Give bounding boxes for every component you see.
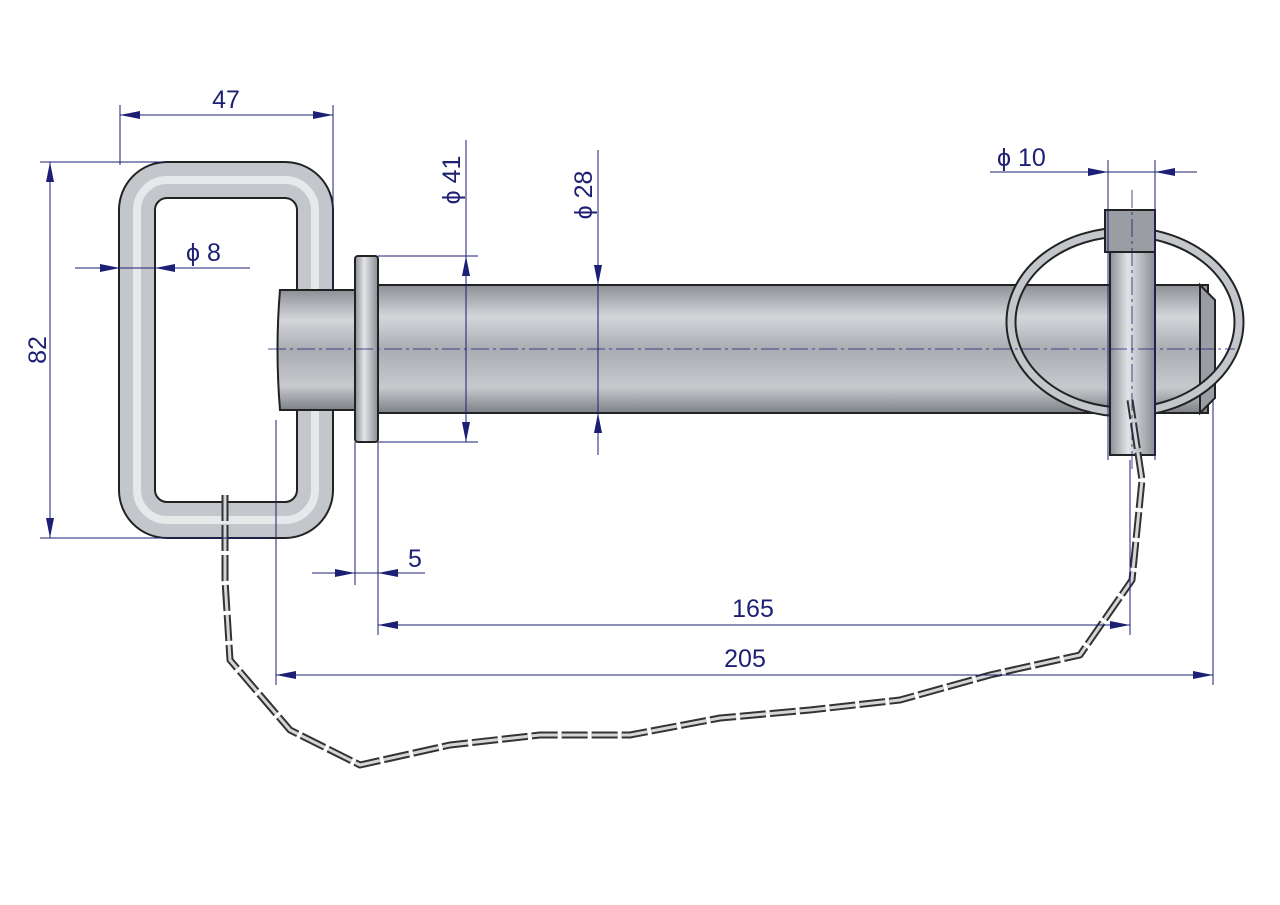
dim-wire-diameter: ϕ 8 xyxy=(186,239,221,267)
dim-collar-thickness: 5 xyxy=(408,545,422,573)
dim-handle-height: 82 xyxy=(24,336,52,364)
dim-total-length: 205 xyxy=(724,645,766,673)
dim-lynch-diameter: ϕ 10 xyxy=(997,144,1046,172)
dim-handle-width: 47 xyxy=(212,86,240,114)
dim-pin-diameter: ϕ 28 xyxy=(570,171,598,220)
dim-collar-diameter: ϕ 41 xyxy=(438,156,466,205)
dim-usable-length: 165 xyxy=(732,595,774,623)
dimension-lines xyxy=(40,105,1214,685)
chain xyxy=(221,399,1146,769)
